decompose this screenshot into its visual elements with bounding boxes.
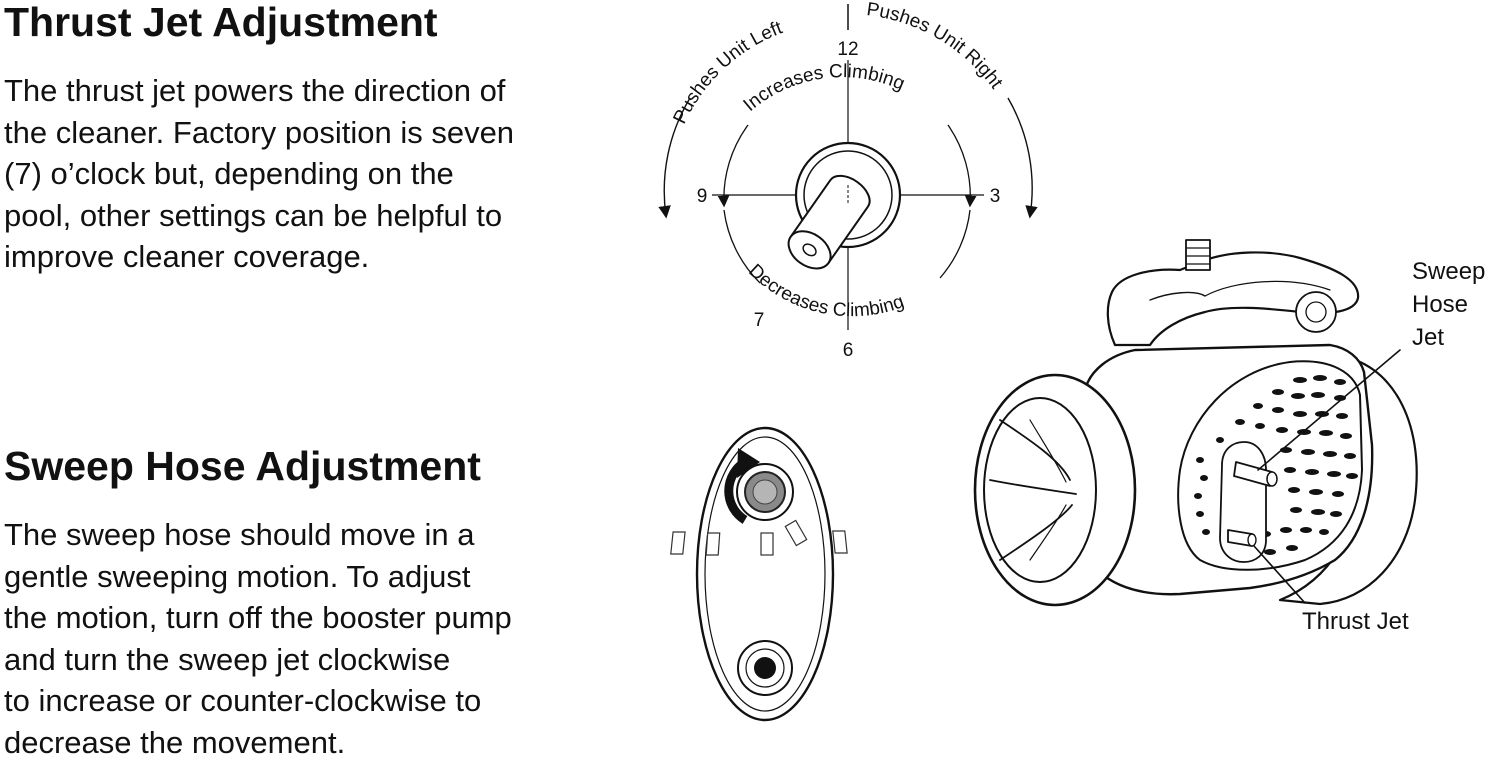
thrust-jet-label: Thrust Jet	[1302, 605, 1409, 638]
hose-connector	[1186, 240, 1210, 270]
mark-3: 3	[990, 186, 1001, 207]
callout-line: Jet	[1412, 321, 1485, 354]
decrease-right-arc	[940, 210, 970, 278]
decreases-climbing-label: Decreases Climbing	[744, 260, 906, 321]
increases-climbing-label: Increases Climbing	[740, 61, 908, 116]
sweep-hose-jet-label: Sweep Hose Jet	[1412, 255, 1485, 354]
mark-12: 12	[837, 39, 858, 60]
mark-9: 9	[697, 186, 708, 207]
mark-6: 6	[843, 340, 854, 361]
callout-line: Sweep	[1412, 255, 1485, 288]
pushes-left-label: Pushes Unit Left	[670, 17, 786, 127]
mark-7: 7	[754, 310, 765, 331]
increase-right-arc	[948, 125, 970, 205]
sweep-jet-oval-diagram	[671, 428, 847, 720]
increase-left-arc	[724, 125, 748, 205]
right-direction-arrow	[1008, 98, 1032, 216]
sweep-jet-knob-center	[753, 480, 777, 504]
front-wheel-hub	[984, 398, 1096, 582]
pool-cleaner-illustration	[975, 240, 1417, 605]
callout-line: Thrust Jet	[1302, 605, 1409, 638]
thrust-jet-dial-diagram: Pushes Unit Left Pushes Unit Right Incre…	[664, 0, 1032, 361]
thrust-port-hole	[754, 657, 776, 679]
callout-line: Hose	[1412, 288, 1485, 321]
